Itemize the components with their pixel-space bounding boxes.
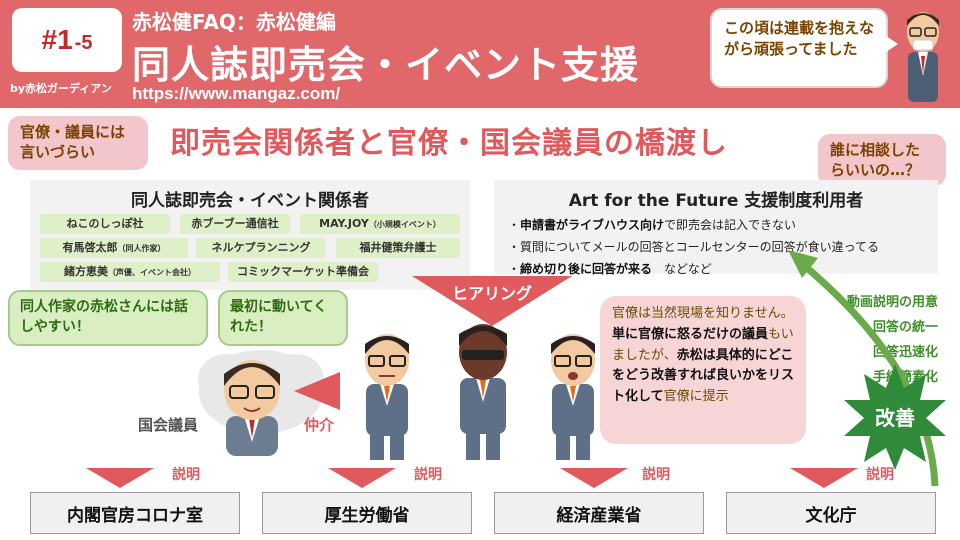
event-stakeholders-panel: 同人誌即売会・イベント関係者 ねこのしっぽ社 赤ブーブー通信社 MAY.JOY（… [30, 180, 470, 290]
diet-member-figure-icon [224, 360, 280, 456]
issue-item: ・締め切り後に回答が来る などなど [508, 262, 712, 276]
bridge-title: 即売会関係者と官僚・国会議員の橋渡し [170, 126, 728, 161]
explain-arrow-icon [86, 468, 154, 488]
explain-arrow-icon [328, 468, 396, 488]
mediation-arrow-icon [294, 372, 340, 410]
diet-member-label: 国会議員 [138, 416, 199, 434]
art-for-future-panel: Art for the Future 支援制度利用者 ・申請書がライブハウス向け… [494, 180, 938, 276]
episode-number: #1 [41, 24, 73, 55]
bubble-hard-to-say: 官僚・議員には言いづらい [8, 116, 148, 170]
kaizen-burst-icon [844, 364, 946, 470]
stakeholder-tag: 福井健策弁護士 [336, 238, 460, 258]
explanation-bubble: 官僚は当然現場を知りません。単に官僚に怒るだけの議員もいましたが、赤松は具体的に… [600, 296, 806, 444]
series-title: 赤松健FAQ：赤松健編 [132, 10, 336, 34]
hearing-label: ヒアリング [451, 284, 532, 303]
explain-label: 説明 [172, 467, 200, 483]
stakeholder-tag: コミックマーケット準備会 [228, 262, 378, 282]
kaizen-label: 改善 [875, 406, 915, 430]
stakeholder-tag: ネルケプランニング [196, 238, 326, 258]
episode-sub: -5 [74, 31, 93, 54]
bubble-easy-to-talk: 同人作家の赤松さんには話しやすい！ [8, 290, 208, 346]
explain-arrow-icon [560, 468, 628, 488]
ministry-mhlw: 厚生労働省 [262, 492, 472, 534]
improvement-arrow-icon [788, 250, 939, 487]
art-for-future-title: Art for the Future 支援制度利用者 [568, 191, 864, 211]
byline: by赤松ガーディアン [10, 82, 112, 95]
akamatsu-avatar-icon [907, 12, 939, 102]
hearing-arrow-icon [412, 276, 572, 326]
explain-arrow-icon [790, 468, 858, 488]
issue-item: ・申請書がライブハウス向けで即売会は記入できない [508, 218, 797, 232]
stakeholder-tag: MAY.JOY（小規模イベント） [300, 214, 460, 234]
stakeholder-tag: ねこのしっぽ社 [40, 214, 170, 234]
event-stakeholders-title: 同人誌即売会・イベント関係者 [131, 191, 369, 211]
bubble-first-to-move: 最初に動いてくれた！ [218, 290, 348, 346]
official-angry-figure-icon [365, 334, 409, 460]
explain-label: 説明 [414, 467, 442, 483]
ministry-cabinet-covid: 内閣官房コロナ室 [30, 492, 240, 534]
episode-badge: #1 -5 [12, 8, 122, 72]
explain-label: 説明 [866, 467, 894, 483]
improvement-item: 回答の統一 [872, 320, 938, 335]
explain-label: 説明 [642, 467, 670, 483]
issue-list: ・申請書がライブハウス向けで即売会は記入できない ・質問についてメールの回答とコ… [508, 214, 879, 280]
page-title: 同人誌即売会・イベント支援 [132, 43, 640, 87]
official-worried-figure-icon [551, 334, 595, 460]
official-bowing-figure-icon [459, 324, 507, 460]
ministry-meti: 経済産業省 [494, 492, 704, 534]
stakeholder-tag: 赤ブーブー通信社 [180, 214, 290, 234]
stakeholder-tag: 緒方恵美（声優、イベント会社） [40, 262, 220, 282]
site-url[interactable]: https://www.mangaz.com/ [132, 84, 341, 103]
ministry-bunka: 文化庁 [726, 492, 936, 534]
stakeholder-tag: 有馬啓太郎（同人作家） [40, 238, 188, 258]
mediation-label: 仲介 [304, 416, 335, 434]
speech-bubble-top: この頃は連載を抱えながら頑張ってました [710, 8, 898, 88]
improvement-item: 動画説明の用意 [846, 295, 938, 310]
bubble-who-to-consult: 誰に相談したらいいの…？ [818, 134, 946, 186]
